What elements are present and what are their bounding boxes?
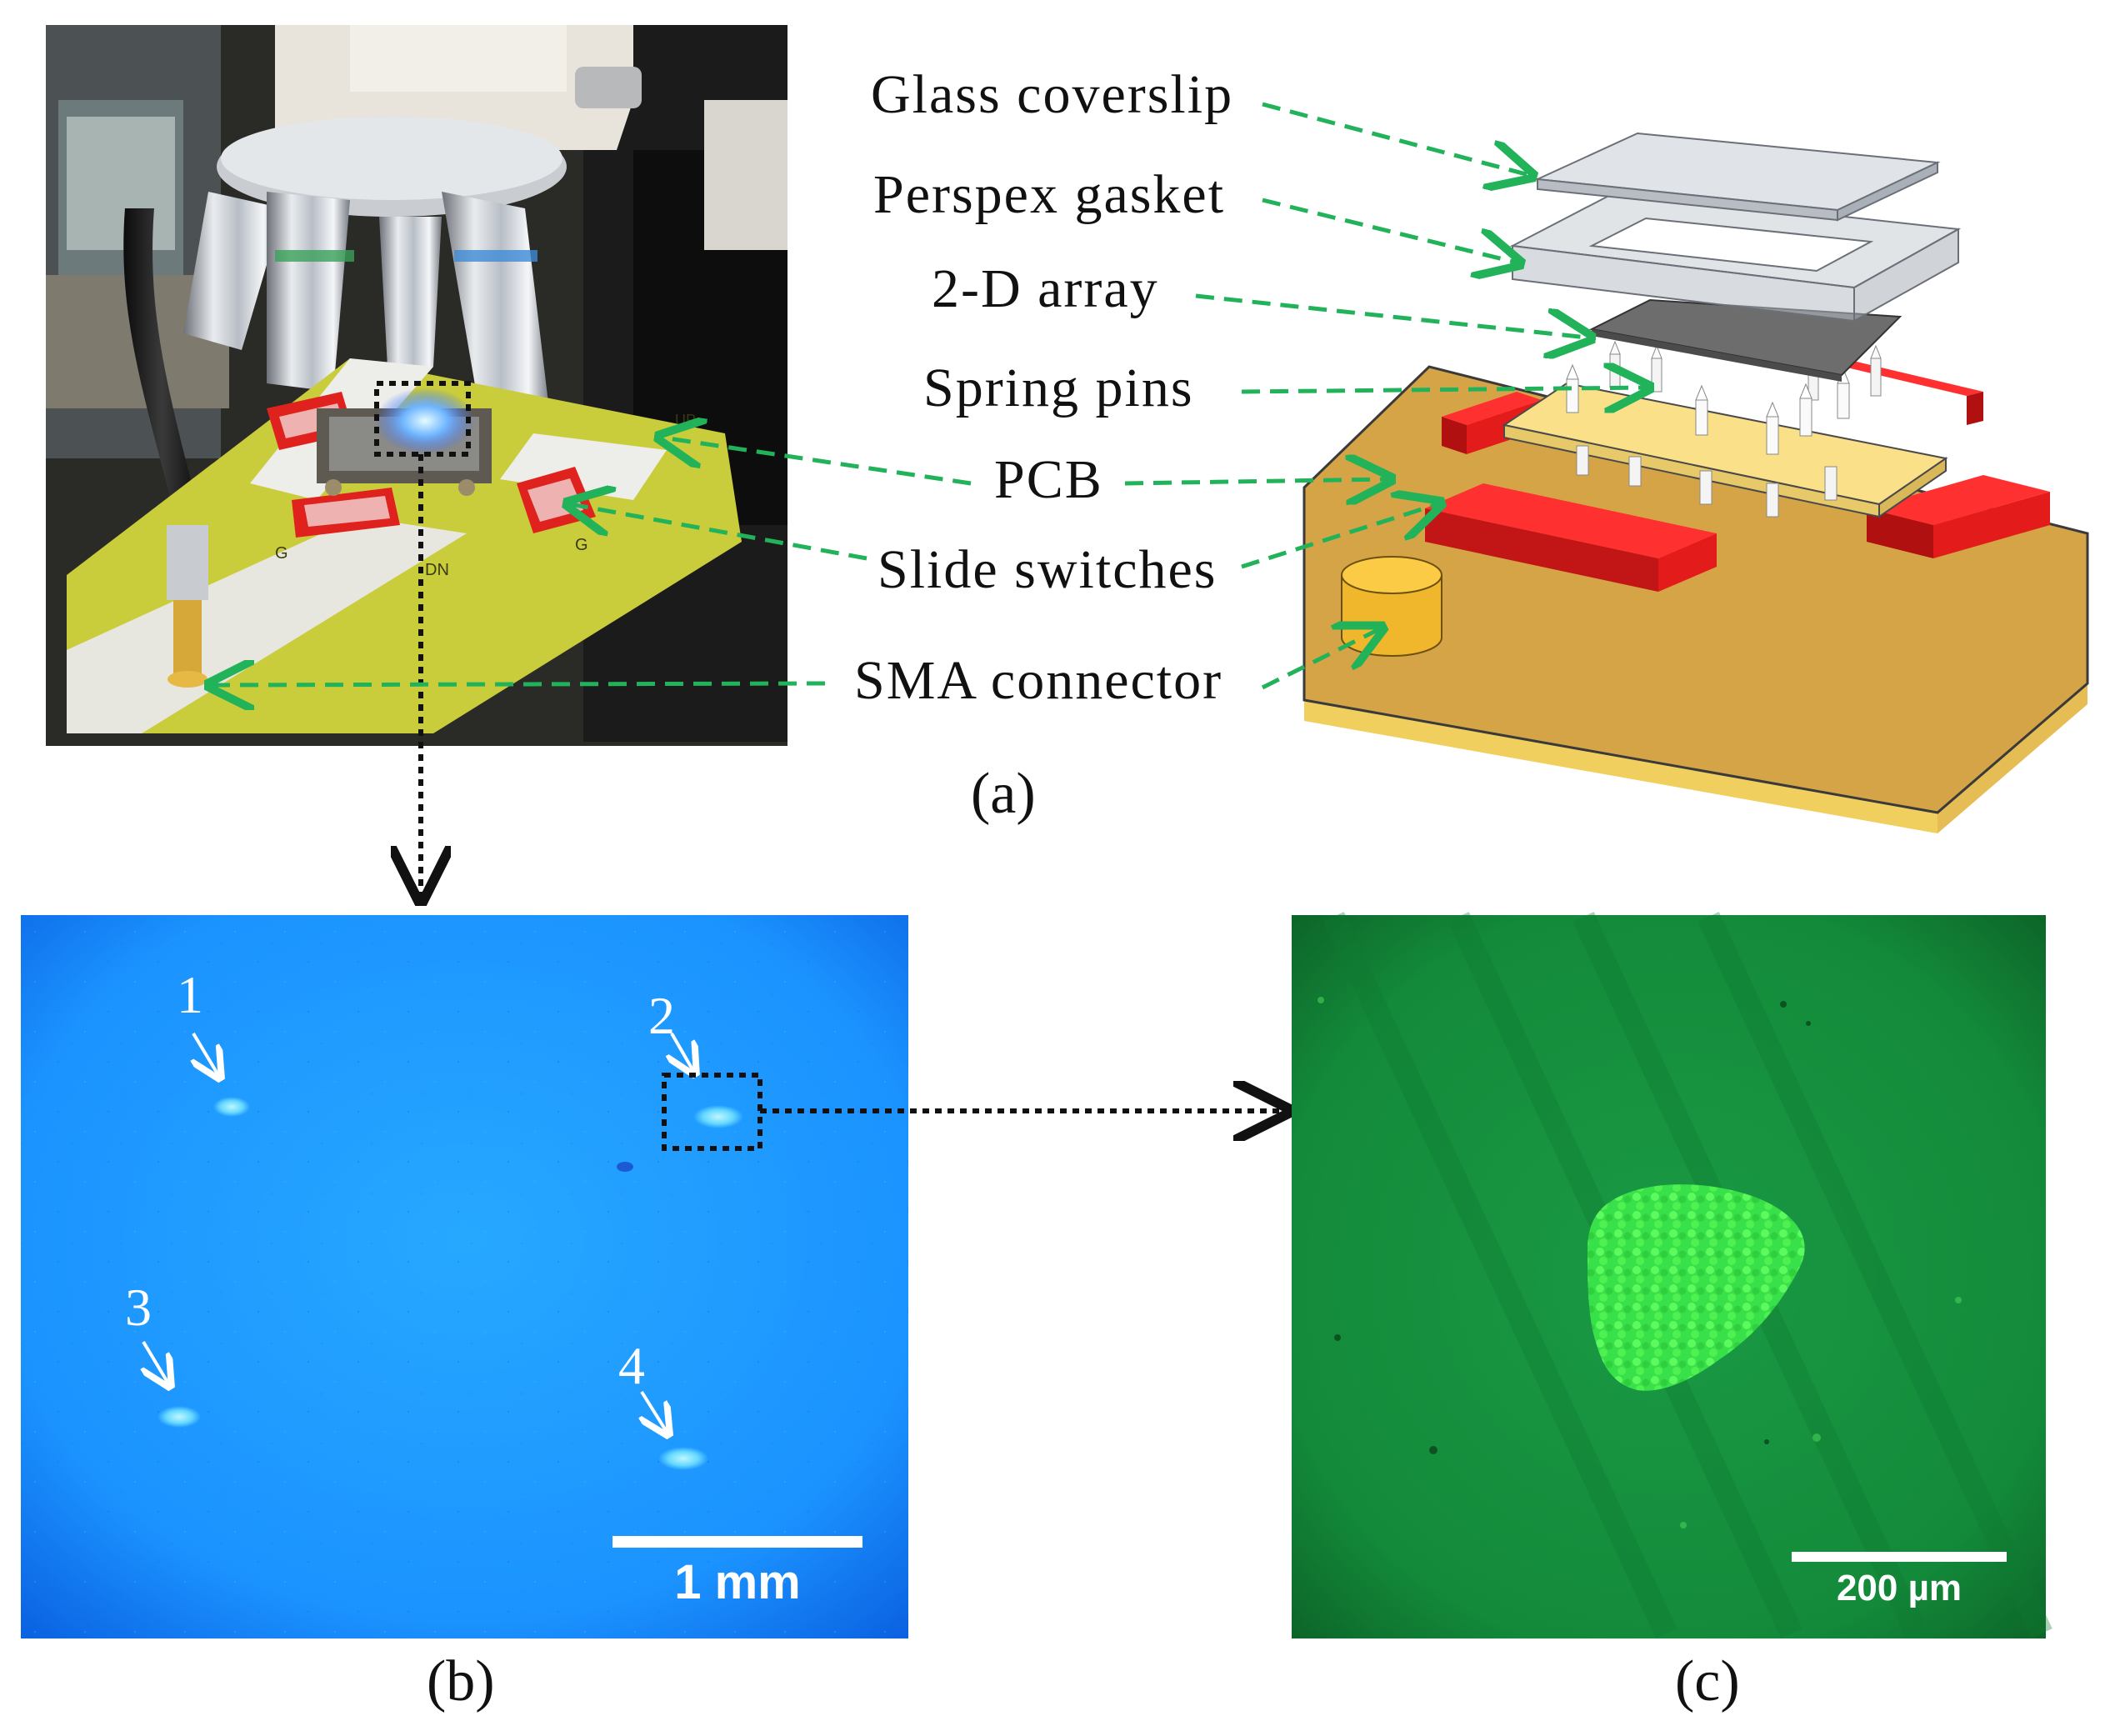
arrow-2d-array <box>1195 293 1588 338</box>
panel-label-b: (b) <box>427 1649 495 1713</box>
diagram-perspex-gasket <box>1509 190 1962 323</box>
spot-4 <box>658 1447 708 1470</box>
arrow-glass-coverslip <box>1262 102 1529 175</box>
arrow-pcb-right <box>1124 479 1388 483</box>
cell-cluster <box>1588 1184 1805 1391</box>
svg-text:DN: DN <box>425 561 449 579</box>
diagram-glass-coverslip <box>1534 132 1941 222</box>
scale-bar-c-label: 200 µm <box>1837 1568 1962 1608</box>
photo-dip-switch-2 <box>292 488 400 538</box>
label-perspex-gasket: Perspex gasket <box>873 164 1225 225</box>
label-slide-switches: Slide switches <box>878 539 1217 600</box>
spot-2-zoom-box <box>662 1073 762 1151</box>
diagram-2d-array <box>1588 298 1902 382</box>
label-sma-connector: SMA connector <box>854 650 1222 711</box>
panel-a-exploded-view <box>1302 132 2089 833</box>
diagram-pcb <box>1302 365 2089 833</box>
diagram-slide-switch-right <box>1867 475 2050 558</box>
svg-text:G: G <box>575 536 588 554</box>
diagram-spring-pins-front <box>1576 445 1838 518</box>
arrow-spring-pins <box>1241 388 1646 392</box>
spot-arrow-2 <box>672 1032 693 1071</box>
label-2d-array: 2-D array <box>932 258 1159 319</box>
panel-b-image <box>21 915 908 1638</box>
arrow-slide-switches-right <box>1241 504 1438 569</box>
spot-label-2: 2 <box>648 986 675 1045</box>
label-glass-coverslip: Glass coverslip <box>871 64 1233 125</box>
arrow-pcb-left <box>662 438 972 486</box>
label-pcb: PCB <box>994 449 1103 510</box>
spot-arrow-1 <box>193 1032 218 1075</box>
spot-label-4: 4 <box>618 1336 645 1395</box>
scale-bar-b: 1 mm <box>612 1536 862 1609</box>
photo-zoom-box <box>374 381 471 457</box>
arrow-perspex-gasket <box>1262 198 1517 263</box>
scale-bar-b-label: 1 mm <box>674 1555 801 1609</box>
callout-arrows <box>212 102 1646 690</box>
panel-c-image <box>1292 912 2052 1638</box>
spot-2 <box>693 1105 743 1128</box>
arrow-slide-switches-left <box>571 504 868 561</box>
spot-1 <box>213 1097 250 1117</box>
arrow-sma-connector-left <box>212 683 826 685</box>
spot-arrows <box>143 1032 693 1432</box>
arrow-sma-connector-right <box>1261 629 1379 690</box>
label-spring-pins: Spring pins <box>923 358 1194 418</box>
spot-label-1: 1 <box>177 965 203 1024</box>
svg-text:G: G <box>275 544 288 563</box>
panel-a-photo: UP DN G G <box>46 25 788 746</box>
spot-arrow-3 <box>143 1340 168 1383</box>
panel-label-c: (c) <box>1675 1649 1740 1713</box>
diagram-sma-connector <box>1341 556 1442 657</box>
callout-labels: Glass coverslip Perspex gasket 2-D array… <box>854 64 1233 711</box>
svg-text:UP: UP <box>675 412 696 428</box>
spot-3 <box>158 1406 201 1428</box>
panel-label-a: (a) <box>971 762 1036 826</box>
spot-arrow-4 <box>642 1390 667 1432</box>
spot-label-3: 3 <box>125 1278 152 1337</box>
diagram-slide-switch-front <box>1425 483 1717 592</box>
scale-bar-c: 200 µm <box>1792 1552 2007 1608</box>
spot-labels: 1 2 3 4 <box>125 965 675 1395</box>
